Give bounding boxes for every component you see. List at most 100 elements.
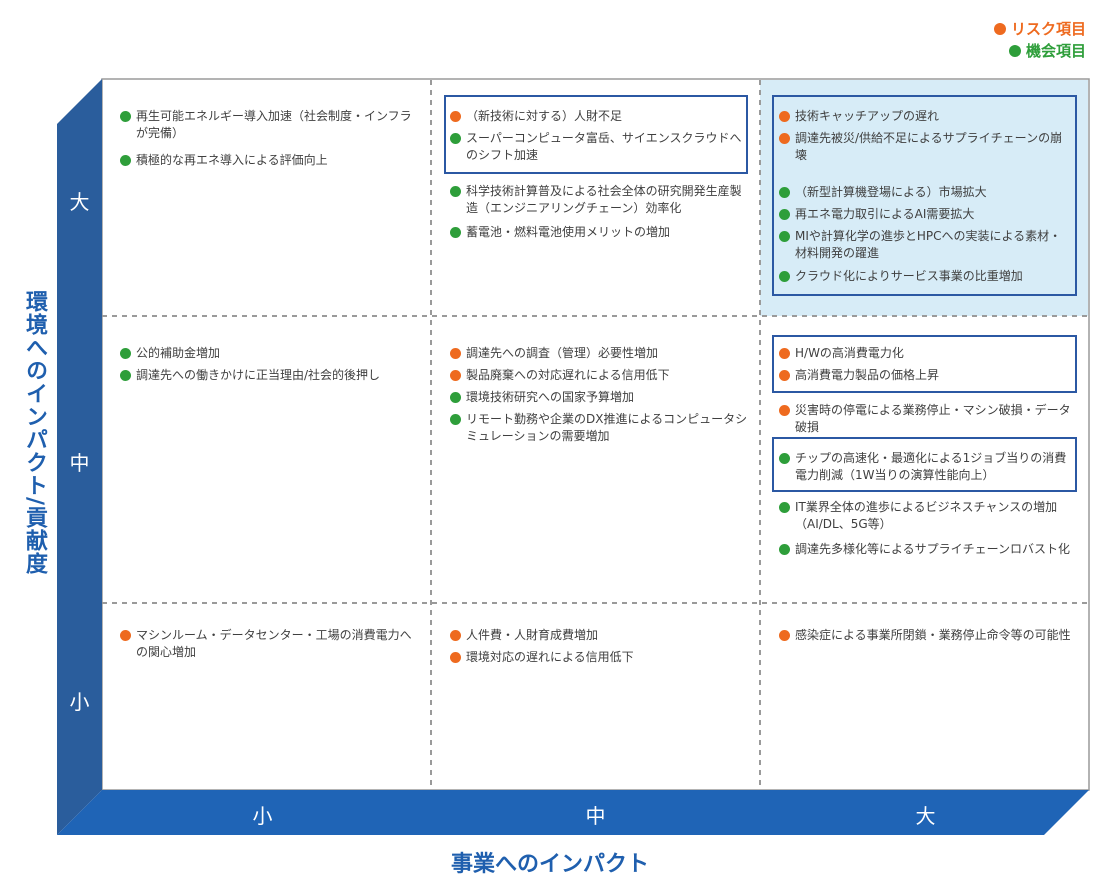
matrix-item-text: 技術キャッチアップの遅れ	[795, 109, 940, 123]
x-axis-band	[57, 790, 1089, 835]
risk-bullet-icon	[779, 630, 790, 641]
matrix-item-text: 高消費電力製品の価格上昇	[795, 368, 940, 382]
matrix-item: 災害時の停電による業務停止・マシン破損・データ破損	[779, 402, 1073, 436]
matrix-item-text: 調達先への調査（管理）必要性増加	[466, 346, 659, 360]
opportunity-bullet-icon	[450, 392, 461, 403]
matrix-item-text: 再エネ電力取引によるAI需要拡大	[795, 207, 975, 221]
opportunity-bullet-icon	[779, 231, 790, 242]
highlight-box-high-mid-2	[772, 437, 1077, 492]
opportunity-bullet-icon	[779, 187, 790, 198]
matrix-item: （新技術に対する）人財不足	[450, 108, 744, 125]
y-tick-low: 小	[69, 690, 90, 714]
y-tick-high: 大	[69, 190, 90, 214]
opportunity-bullet-icon	[120, 111, 131, 122]
risk-bullet-icon	[779, 111, 790, 122]
legend-opportunity: 機会項目	[994, 40, 1086, 62]
matrix-item-text: リモート勤務や企業のDX推進によるコンピュータシミュレーションの需要増加	[466, 412, 748, 443]
matrix-item: （新型計算機登場による）市場拡大	[779, 184, 1073, 201]
matrix-item-text: 感染症による事業所閉鎖・業務停止命令等の可能性	[795, 628, 1071, 642]
risk-bullet-icon	[450, 348, 461, 359]
matrix-item: クラウド化によりサービス事業の比重増加	[779, 268, 1073, 285]
matrix-item: リモート勤務や企業のDX推進によるコンピュータシミュレーションの需要増加	[450, 411, 750, 445]
legend-risk: リスク項目	[993, 18, 1086, 40]
matrix-item-text: チップの高速化・最適化による1ジョブ当りの消費電力削減（1W当りの演算性能向上）	[795, 451, 1067, 482]
risk-dot-icon	[993, 23, 1006, 35]
y-axis-title: 環境へのインパクト/貢献度	[22, 290, 47, 576]
x-tick-low: 小	[252, 804, 273, 828]
matrix-item-text: 環境技術研究への国家予算増加	[466, 390, 635, 404]
matrix-item: 再エネ電力取引によるAI需要拡大	[779, 206, 1073, 223]
matrix-item: スーパーコンピュータ富岳、サイエンスクラウドへのシフト加速	[450, 130, 744, 164]
legend-opportunity-label: 機会項目	[1025, 42, 1086, 60]
matrix-item-text: MIや計算化学の進歩とHPCへの実装による素材・材料開発の躍進	[795, 229, 1062, 260]
opportunity-dot-icon	[1008, 45, 1021, 57]
matrix-item-text: クラウド化によりサービス事業の比重増加	[795, 269, 1023, 283]
matrix-item: 調達先多様化等によるサプライチェーンロバスト化	[779, 541, 1073, 558]
matrix-item: 感染症による事業所閉鎖・業務停止命令等の可能性	[779, 627, 1073, 644]
opportunity-bullet-icon	[120, 370, 131, 381]
opportunity-bullet-icon	[779, 544, 790, 555]
matrix-item-text: 調達先多様化等によるサプライチェーンロバスト化	[795, 542, 1071, 556]
opportunity-bullet-icon	[779, 271, 790, 282]
matrix-item-text: 積極的な再エネ導入による評価向上	[136, 153, 328, 167]
matrix-item: MIや計算化学の進歩とHPCへの実装による素材・材料開発の躍進	[779, 228, 1073, 262]
matrix-item-text: 災害時の停電による業務停止・マシン破損・データ破損	[795, 403, 1071, 434]
matrix-item-text: スーパーコンピュータ富岳、サイエンスクラウドへのシフト加速	[466, 131, 742, 162]
risk-bullet-icon	[779, 133, 790, 144]
matrix-item-text: 環境対応の遅れによる信用低下	[466, 650, 634, 664]
y-axis-band	[57, 79, 102, 835]
matrix-item: 積極的な再エネ導入による評価向上	[120, 152, 420, 169]
matrix-item-text: 科学技術計算普及による社会全体の研究開発生産製造（エンジニアリングチェーン）効率…	[466, 184, 742, 215]
opportunity-bullet-icon	[450, 186, 461, 197]
matrix-item-text: 調達先への働きかけに正当理由/社会的後押し	[136, 368, 381, 382]
risk-bullet-icon	[450, 652, 461, 663]
matrix-item-text: （新技術に対する）人財不足	[466, 109, 623, 123]
matrix-item: H/Wの高消費電力化	[779, 345, 1073, 362]
risk-bullet-icon	[450, 370, 461, 381]
matrix-item-text: マシンルーム・データセンター・工場の消費電力への関心増加	[136, 628, 412, 659]
opportunity-bullet-icon	[120, 348, 131, 359]
matrix-item: 製品廃棄への対応遅れによる信用低下	[450, 367, 750, 384]
highlight-box-mid-high	[444, 95, 748, 174]
opportunity-bullet-icon	[779, 453, 790, 464]
matrix-item: マシンルーム・データセンター・工場の消費電力への関心増加	[120, 627, 420, 661]
matrix-item-text: IT業界全体の進歩によるビジネスチャンスの増加（AI/DL、5G等）	[795, 500, 1058, 531]
matrix-item-text: 蓄電池・燃料電池使用メリットの増加	[466, 225, 671, 239]
x-tick-high: 大	[915, 804, 936, 828]
matrix-item-text: 再生可能エネルギー導入加速（社会制度・インフラが完備）	[136, 109, 412, 140]
opportunity-bullet-icon	[120, 155, 131, 166]
matrix-item: 再生可能エネルギー導入加速（社会制度・インフラが完備）	[120, 108, 420, 142]
risk-bullet-icon	[779, 370, 790, 381]
matrix-item: 人件費・人財育成費増加	[450, 627, 750, 644]
matrix-item-text: 人件費・人財育成費増加	[466, 628, 599, 642]
matrix-item: 調達先被災/供給不足によるサプライチェーンの崩壊	[779, 130, 1073, 164]
matrix-item: 科学技術計算普及による社会全体の研究開発生産製造（エンジニアリングチェーン）効率…	[450, 183, 748, 217]
risk-bullet-icon	[779, 348, 790, 359]
matrix-item-text: 調達先被災/供給不足によるサプライチェーンの崩壊	[795, 131, 1063, 162]
legend-risk-label: リスク項目	[1010, 20, 1086, 38]
highlight-box-high-mid-1	[772, 335, 1077, 393]
x-axis-title: 事業へのインパクト	[450, 852, 649, 877]
matrix-item-text: H/Wの高消費電力化	[795, 346, 904, 360]
highlight-cell	[760, 80, 1088, 316]
matrix-item-text: 製品廃棄への対応遅れによる信用低下	[466, 368, 670, 382]
risk-bullet-icon	[450, 630, 461, 641]
opportunity-bullet-icon	[450, 414, 461, 425]
y-tick-mid: 中	[69, 451, 90, 475]
matrix-item: 蓄電池・燃料電池使用メリットの増加	[450, 224, 748, 241]
opportunity-bullet-icon	[450, 227, 461, 238]
matrix-item-text: （新型計算機登場による）市場拡大	[795, 185, 987, 199]
risk-bullet-icon	[120, 630, 131, 641]
legend: リスク項目 機会項目	[993, 18, 1086, 62]
matrix-item: 調達先への働きかけに正当理由/社会的後押し	[120, 367, 420, 384]
x-tick-mid: 中	[585, 804, 606, 828]
highlight-box-high-high	[772, 95, 1077, 296]
matrix-item: 技術キャッチアップの遅れ	[779, 108, 1073, 125]
matrix-item: 環境技術研究への国家予算増加	[450, 389, 750, 406]
matrix-item: 調達先への調査（管理）必要性増加	[450, 345, 750, 362]
matrix-item: 高消費電力製品の価格上昇	[779, 367, 1073, 384]
matrix-item: IT業界全体の進歩によるビジネスチャンスの増加（AI/DL、5G等）	[779, 499, 1073, 533]
risk-bullet-icon	[450, 111, 461, 122]
matrix-item: 公的補助金増加	[120, 345, 420, 362]
